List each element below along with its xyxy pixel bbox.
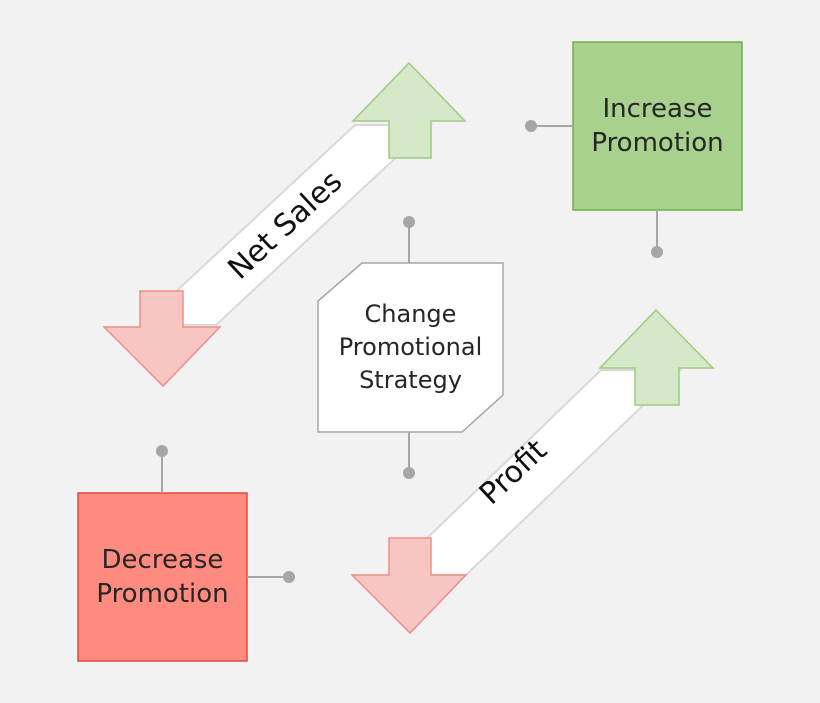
decrease-promotion-label: Decrease Promotion [96, 545, 229, 609]
net-sales-down-arrow [102, 290, 222, 388]
change-strategy-label: Change Promotional Strategy [338, 300, 483, 394]
net-sales-up-arrow [351, 61, 467, 159]
increase-promotion-label: Increase Promotion [591, 94, 724, 158]
connector-dot [156, 445, 168, 457]
connector-dot [651, 246, 663, 258]
profit-up-arrow [598, 308, 715, 406]
connector-dot [403, 216, 415, 228]
connector-dot [283, 571, 295, 583]
change-strategy-box [317, 262, 504, 433]
profit-down-arrow [350, 537, 468, 635]
connector-dot [403, 467, 415, 479]
connector-dot [525, 120, 537, 132]
